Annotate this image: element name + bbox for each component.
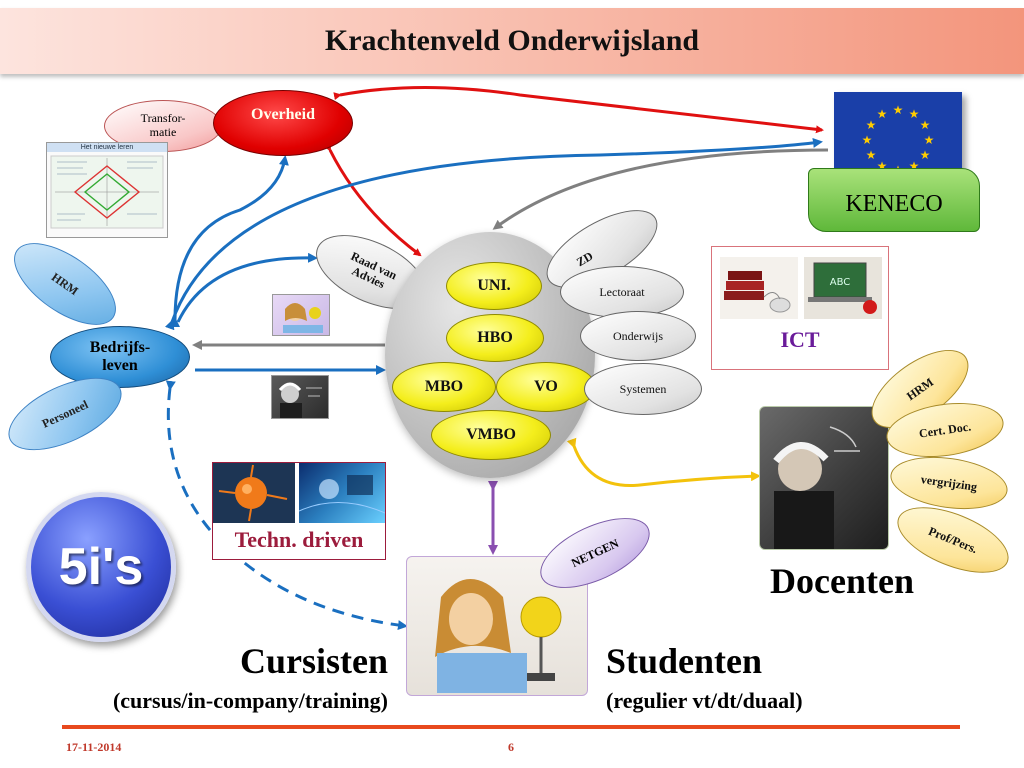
keneco-banner: KENECO (808, 168, 980, 232)
vmbo-label: VMBO (466, 426, 516, 443)
footer-page-number: 6 (508, 740, 514, 754)
prof-pers-label: Prof/Pers. (926, 523, 980, 556)
hrm-right-label: HRM (903, 374, 936, 403)
vo-oval: VO (496, 362, 596, 412)
einstein-photo-small (271, 375, 329, 419)
bedrijfsleven-oval: Bedrijfs- leven (50, 326, 190, 388)
cert-doc-label: Cert. Doc. (918, 418, 972, 441)
arrow-keneco-cluster (492, 148, 829, 230)
techn-driven-label: Techn. driven (234, 527, 364, 552)
tech-collage-photo (299, 463, 385, 523)
arrow-cluster-docenten (566, 437, 761, 488)
vergrijzing-label: vergrijzing (920, 471, 979, 494)
personeel-label: Personeel (39, 396, 91, 431)
svg-text:★: ★ (909, 107, 920, 121)
books-mouse-photo (720, 257, 798, 319)
arrow-bedrijf-keneco (164, 137, 823, 331)
footer-line (62, 725, 960, 729)
svg-text:★: ★ (866, 118, 877, 132)
uni-label: UNI. (477, 277, 511, 294)
cursisten-sublabel: (cursus/in-company/training) (112, 688, 388, 713)
hrm-left-label: HRM (49, 269, 82, 298)
student-photo-small (272, 294, 330, 336)
chart-thumbnail-title: Het nieuwe leren (47, 143, 167, 152)
mbo-oval: MBO (392, 362, 496, 412)
ict-label: ICT (780, 327, 820, 352)
student-with-globe-icon (435, 579, 562, 693)
systemen-label: Systemen (619, 381, 667, 396)
ict-box: ABC ICT (711, 246, 889, 370)
tech-collage-icon (299, 475, 385, 514)
svg-text:★: ★ (909, 159, 920, 173)
hbo-oval: HBO (446, 314, 544, 362)
arrow-bedrijf-cursisten (165, 380, 408, 631)
netgen-label: NETGEN (568, 535, 621, 570)
teacher-figure-icon (278, 382, 322, 418)
arrow-bedrijf-raad (176, 252, 318, 323)
arrow-overheid-keneco (333, 86, 824, 134)
studenten-sublabel: (regulier vt/dt/duaal) (606, 688, 803, 713)
docenten-label: Docenten (770, 561, 914, 601)
neuron-photo (213, 463, 295, 523)
uni-oval: UNI. (446, 262, 542, 310)
chart-thumbnail: Het nieuwe leren (46, 142, 168, 238)
svg-text:★: ★ (866, 148, 877, 162)
svg-text:★: ★ (924, 133, 935, 147)
systemen-oval: Systemen (584, 363, 702, 415)
bedrijfsleven-label: Bedrijfs- leven (89, 339, 151, 374)
books-icon (724, 271, 791, 313)
logo-text: 5i's (58, 538, 144, 596)
svg-text:★: ★ (920, 148, 931, 162)
raad-van-advies-label: Raad van Advies (348, 248, 400, 292)
slide-title: Krachtenveld Onderwijsland (324, 24, 700, 57)
svg-text:★: ★ (877, 159, 888, 173)
onderwijs-oval: Onderwijs (580, 311, 696, 361)
arrow-bedrijf-overheid (169, 155, 289, 328)
einstein-photo (759, 406, 889, 550)
transformatie-label: Transfor- matie (140, 111, 186, 139)
svg-text:★: ★ (862, 133, 873, 147)
vmbo-oval: VMBO (431, 410, 551, 460)
radar-chart-icon (50, 155, 164, 229)
footer-date: 17-11-2014 (66, 740, 122, 754)
overheid-label: Overheid (251, 106, 315, 123)
svg-text:★: ★ (877, 107, 888, 121)
svg-text:ABC: ABC (830, 277, 851, 288)
laptop-icon: ABC (808, 262, 877, 314)
mbo-label: MBO (424, 378, 464, 395)
zd-label: ZD (573, 248, 596, 269)
vo-label: VO (534, 378, 558, 395)
cursisten-label: Cursisten (239, 641, 388, 681)
title-bar: Krachtenveld Onderwijsland (0, 8, 1024, 74)
svg-text:★: ★ (920, 118, 931, 132)
five-i-s-logo: 5i's (26, 492, 176, 642)
teacher-at-blackboard-icon (773, 426, 860, 549)
svg-text:★: ★ (893, 103, 904, 117)
neuron-icon (218, 464, 288, 522)
student-figure-icon (283, 303, 323, 333)
hbo-label: HBO (477, 329, 513, 346)
overheid-oval: Overheid (213, 90, 353, 156)
keneco-label: KENECO (845, 190, 943, 217)
techn-driven-box: Techn. driven (212, 462, 386, 560)
lectoraat-oval: Lectoraat (560, 266, 684, 318)
onderwijs-label: Onderwijs (613, 328, 663, 343)
studenten-label: Studenten (606, 641, 763, 681)
lectoraat-label: Lectoraat (599, 284, 645, 299)
laptop-apple-photo: ABC (804, 257, 882, 319)
